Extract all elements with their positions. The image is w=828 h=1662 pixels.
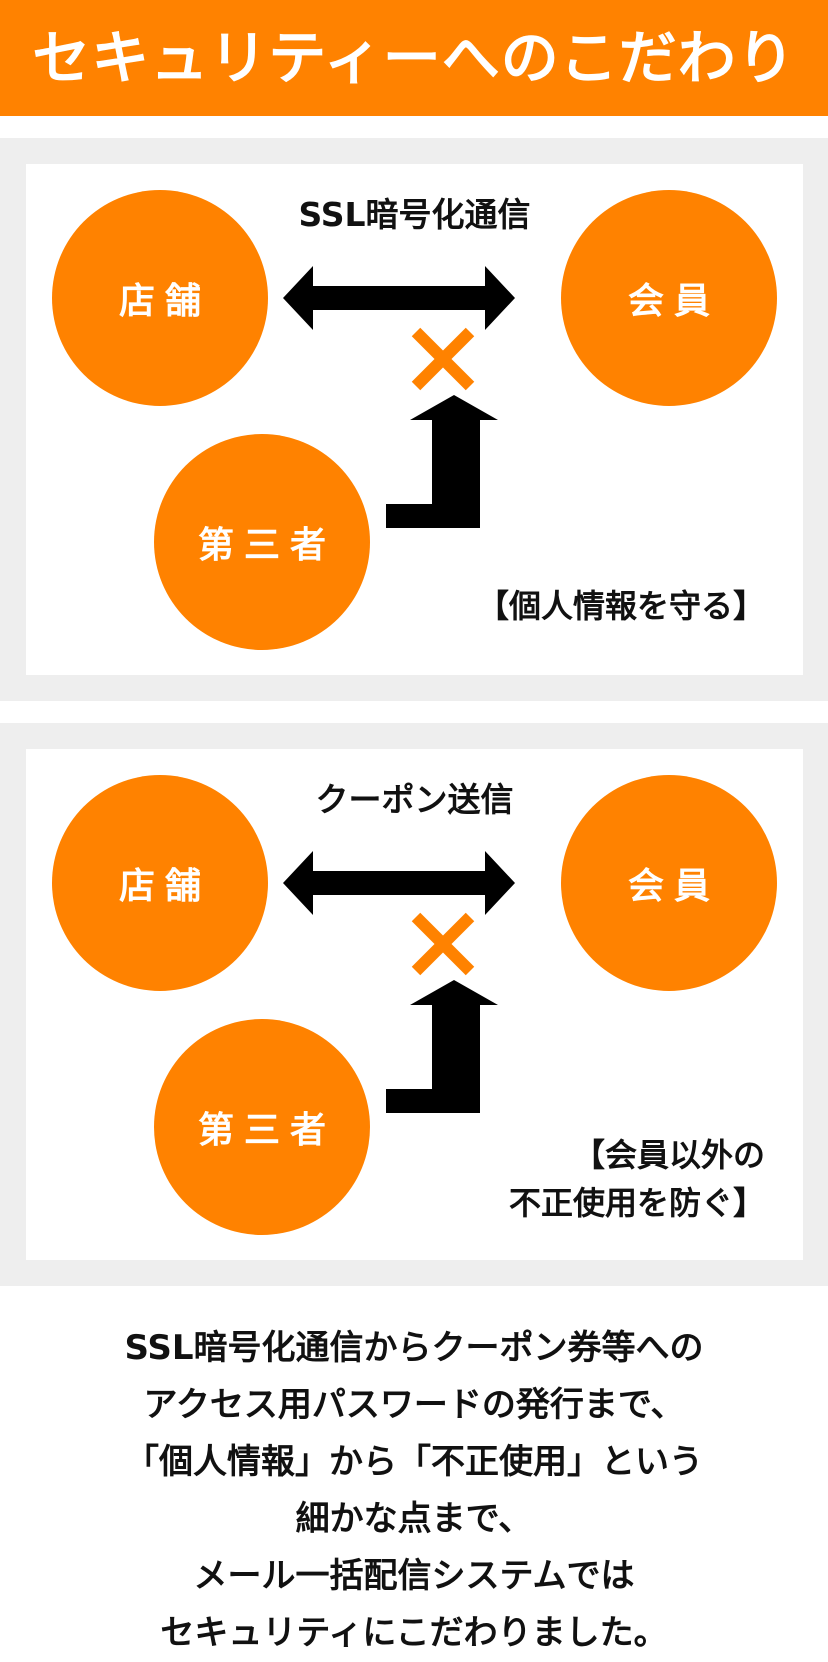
upward-bent-arrow-icon: [386, 980, 498, 1113]
description-line: アクセス用パスワードの発行まで、: [143, 1385, 685, 1425]
security-section-coupon: クーポン送信 店舗 会員 第三者 【会員以外の 不正使用を防ぐ】: [0, 723, 828, 1286]
diagram-caption: SSL暗号化通信: [298, 195, 531, 234]
blocked-cross-icon: [411, 912, 475, 976]
store-circle: 店舗: [52, 190, 268, 406]
member-circle: 会員: [561, 190, 777, 406]
description-line: SSL暗号化通信からクーポン券等への: [124, 1328, 704, 1368]
note-line: 【個人情報を守る】: [476, 587, 765, 625]
third-party-circle: 第三者: [154, 1019, 370, 1235]
diagram-note: 【個人情報を守る】: [477, 582, 765, 630]
third-party-circle: 第三者: [154, 434, 370, 650]
upward-bent-arrow-icon: [386, 395, 498, 528]
flow-diagram: [283, 851, 515, 1113]
two-way-arrow-icon: [283, 851, 515, 915]
description-line: セキュリティにこだわりました。: [160, 1613, 668, 1653]
diagram-caption: クーポン送信: [315, 780, 514, 819]
note-line: 不正使用を防ぐ】: [508, 1184, 765, 1222]
note-line: 【会員以外の: [572, 1136, 765, 1174]
description-line: 細かな点まで、: [295, 1499, 533, 1539]
diagram-card-ssl: SSL暗号化通信 店舗 会員 第三者 【個人情報を守る】: [26, 164, 803, 675]
flow-diagram: [283, 266, 515, 528]
page-title: セキュリティーへのこだわり: [32, 24, 796, 92]
security-description: SSL暗号化通信からクーポン券等への アクセス用パスワードの発行まで、 「個人情…: [0, 1320, 828, 1662]
two-way-arrow-icon: [283, 266, 515, 330]
page-header: セキュリティーへのこだわり: [0, 0, 828, 116]
store-circle: 店舗: [52, 775, 268, 991]
description-line: 「個人情報」から「不正使用」という: [125, 1442, 703, 1482]
member-circle: 会員: [561, 775, 777, 991]
security-section-ssl: SSL暗号化通信 店舗 会員 第三者 【個人情報を守る】: [0, 138, 828, 701]
blocked-cross-icon: [411, 327, 475, 391]
diagram-note: 【会員以外の 不正使用を防ぐ】: [509, 1131, 765, 1227]
description-line: メール一括配信システムでは: [193, 1556, 635, 1596]
diagram-card-coupon: クーポン送信 店舗 会員 第三者 【会員以外の 不正使用を防ぐ】: [26, 749, 803, 1260]
